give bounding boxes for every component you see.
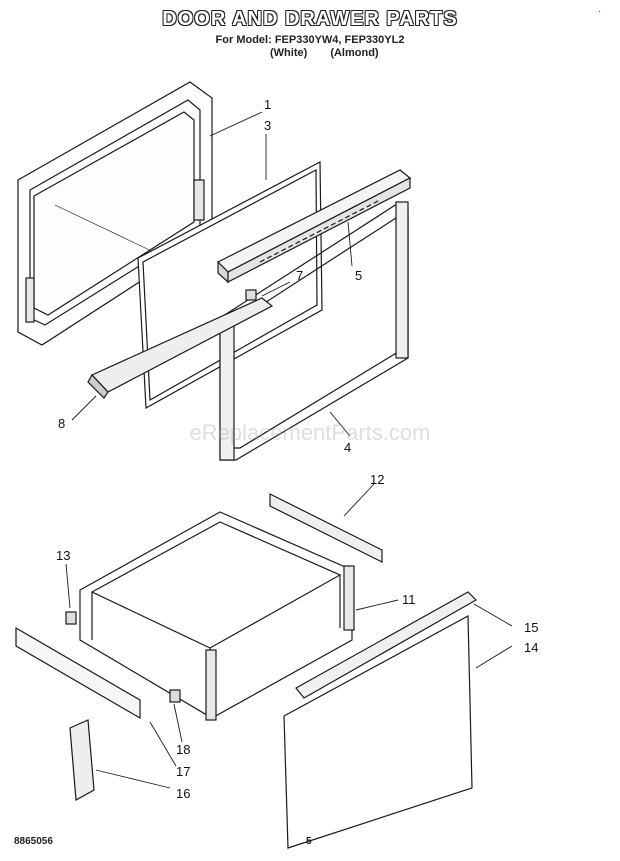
part-door-handle xyxy=(87,289,274,399)
callout-labels: 1 3 5 7 8 4 12 13 11 15 14 18 17 16 xyxy=(56,97,538,801)
part-drawer-front-panel xyxy=(283,615,473,849)
callout-3: 3 xyxy=(264,118,271,133)
variant-almond: (Almond) xyxy=(330,47,379,59)
callout-14: 14 xyxy=(524,640,538,655)
page-number: 5 xyxy=(306,836,312,847)
callout-12: 12 xyxy=(370,472,384,487)
callout-15: 15 xyxy=(524,620,538,635)
part-drawer-rear-rail xyxy=(269,493,383,563)
callout-13: 13 xyxy=(56,548,70,563)
callout-5: 5 xyxy=(355,268,362,283)
callout-11: 11 xyxy=(402,592,416,607)
part-top-trim xyxy=(216,169,412,284)
part-side-cap xyxy=(69,719,95,801)
variant-white: (White) xyxy=(270,47,308,59)
callout-7: 7 xyxy=(296,268,303,283)
callout-17: 17 xyxy=(176,764,190,779)
part-clips xyxy=(65,611,181,703)
callout-16: 16 xyxy=(176,786,190,801)
part-outer-door-panel xyxy=(17,81,213,346)
model-line: For Model: FEP330YW4, FEP330YL2 xyxy=(215,34,405,46)
color-variants: (White) (Almond) xyxy=(270,47,399,59)
callout-18: 18 xyxy=(176,742,190,757)
page-title: DOOR AND DRAWER PARTS xyxy=(162,8,458,30)
part-drawer-body xyxy=(79,511,355,721)
callout-8: 8 xyxy=(58,416,65,431)
callout-4: 4 xyxy=(344,440,351,455)
part-panel-trim xyxy=(295,591,477,699)
doc-number: 8865056 xyxy=(14,836,53,847)
part-door-gasket xyxy=(219,201,409,461)
callout-1: 1 xyxy=(264,97,271,112)
watermark: eReplacementParts.com xyxy=(189,420,431,445)
part-drawer-front-rail xyxy=(15,626,141,720)
leader-lines xyxy=(65,111,513,789)
corner-mark: · xyxy=(598,6,602,17)
